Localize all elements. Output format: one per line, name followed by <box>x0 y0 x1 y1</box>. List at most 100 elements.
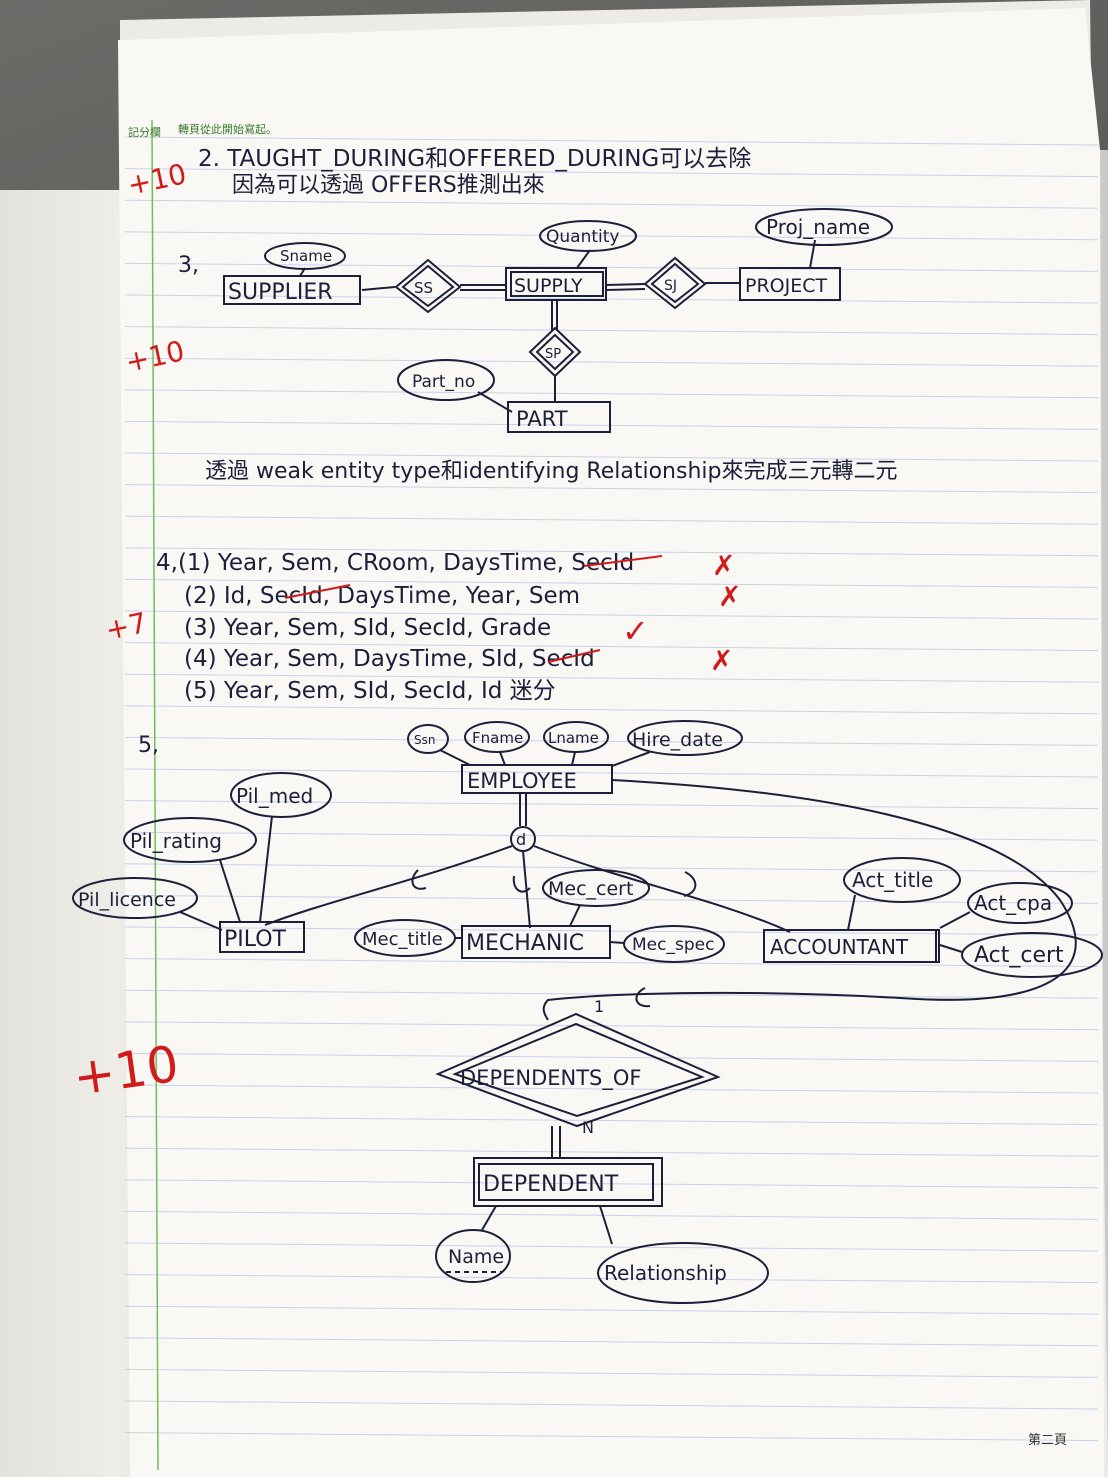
entity-pilot-box <box>219 921 305 953</box>
ruled-line <box>124 1274 1099 1284</box>
ruled-line <box>124 1147 1099 1157</box>
attr-pil-licence: Pil_licence <box>78 889 176 911</box>
attr-act-title: Act_title <box>852 868 933 892</box>
ruled-line <box>124 1116 1099 1126</box>
ruled-line <box>124 1210 1099 1220</box>
margin-line <box>151 119 159 1471</box>
ruled-line <box>124 199 1099 209</box>
ruled-line <box>124 894 1099 904</box>
ruled-line <box>124 1084 1099 1094</box>
ruled-line <box>124 420 1099 430</box>
ruled-line <box>124 1368 1099 1378</box>
paper <box>118 8 1104 1477</box>
entity-accountant: ACCOUNTANT <box>770 935 909 959</box>
cardinality-n: N <box>582 1118 594 1137</box>
attr-act-cpa: Act_cpa <box>974 891 1052 915</box>
ruled-line <box>124 294 1099 304</box>
ruled-line <box>124 610 1099 620</box>
rel-sj-diamond <box>643 256 707 310</box>
ruled-line <box>124 863 1099 873</box>
entity-supplier-box <box>223 275 361 305</box>
entity-mechanic: MECHANIC <box>466 931 584 956</box>
q4-mark-1: ✗ <box>712 549 735 582</box>
rel-ss: SS <box>414 279 433 297</box>
q4-item-1: 4,(1) Year, Sem, CRoom, DaysTime, SecId <box>156 550 634 576</box>
attr-part-no: Part_no <box>412 372 475 392</box>
entity-supply: SUPPLY <box>514 275 583 297</box>
attr-pil-med: Pil_med <box>236 784 313 808</box>
ruled-line <box>124 357 1099 367</box>
ruled-line <box>124 800 1099 810</box>
attr-hire-date: Hire_date <box>632 729 723 751</box>
q4-item-4: (4) Year, Sem, DaysTime, SId, SecId <box>184 646 595 672</box>
ruled-line <box>124 831 1099 841</box>
q3-note: 透過 weak entity type和identifying Relation… <box>205 459 897 484</box>
rel-dependents-of: DEPENDENTS_OF <box>460 1066 642 1091</box>
q2-line1: 2. TAUGHT_DURING和OFFERED_DURING可以去除 <box>198 146 751 172</box>
rel-sp-diamond <box>528 326 582 378</box>
attr-quantity: Quantity <box>546 227 619 247</box>
attr-ssn: Ssn <box>414 733 435 747</box>
ruled-line <box>124 1305 1099 1315</box>
attr-lname: Lname <box>548 729 599 747</box>
ruled-line <box>124 136 1099 146</box>
ruled-line <box>124 1179 1099 1189</box>
q3-number: 3, <box>178 253 199 278</box>
entity-employee: EMPLOYEE <box>467 769 577 793</box>
ruled-lines <box>124 136 1099 1442</box>
q4-mark-4: ✗ <box>710 644 733 677</box>
ruled-line <box>124 1242 1099 1252</box>
attr-name: Name <box>448 1246 504 1268</box>
ruled-line <box>124 1337 1099 1347</box>
attr-sname: Sname <box>280 247 332 265</box>
cardinality-1: 1 <box>594 997 604 1016</box>
entity-mechanic-box <box>461 925 611 959</box>
attr-part-no-oval <box>397 359 495 401</box>
ruled-line <box>124 736 1099 746</box>
q4-mark-2: ✗ <box>718 580 741 613</box>
attr-proj-name: Proj_name <box>766 215 870 239</box>
q4-item-2: (2) Id, SecId, DaysTime, Year, Sem <box>184 583 580 609</box>
attr-quantity-oval <box>539 220 637 252</box>
q4-item-5: (5) Year, Sem, SId, SecId, Id 迷分 <box>184 678 556 704</box>
entity-project: PROJECT <box>745 275 827 297</box>
q4-strikes <box>284 555 663 663</box>
ruled-line <box>124 1400 1099 1410</box>
attr-mec-title: Mec_title <box>362 929 443 950</box>
ruled-line <box>124 326 1099 336</box>
attr-mec-cert: Mec_cert <box>548 878 633 900</box>
disjoint-label: d <box>516 830 526 849</box>
ruled-line <box>124 231 1099 241</box>
rel-sj: SJ <box>664 278 677 294</box>
ruled-line <box>124 515 1099 525</box>
entity-project-box <box>739 267 841 301</box>
attr-proj-name-oval <box>755 208 893 246</box>
entity-supply-box <box>505 267 607 301</box>
entity-supplier: SUPPLIER <box>228 280 333 305</box>
entity-pilot: PILOT <box>224 927 287 952</box>
q2-line2: 因為可以透過 OFFERS推測出來 <box>232 173 545 198</box>
entity-part: PART <box>516 407 568 431</box>
attr-fname: Fname <box>472 729 523 747</box>
ruled-line <box>124 989 1099 999</box>
entity-part-box <box>507 401 611 433</box>
rel-ss-diamond <box>394 258 462 314</box>
entity-dependent: DEPENDENT <box>483 1172 619 1197</box>
ruled-line <box>124 642 1099 652</box>
q4-mark-3: ✓ <box>622 612 649 650</box>
ruled-line <box>124 578 1099 588</box>
ruled-line <box>124 673 1099 683</box>
ruled-line <box>124 389 1099 399</box>
ruled-line <box>124 1432 1099 1442</box>
rel-sp: SP <box>545 347 561 362</box>
attr-act-cert: Act_cert <box>974 943 1064 968</box>
instruction-label: 轉頁從此開始寫起。 <box>178 122 277 136</box>
ruled-line <box>124 958 1099 968</box>
ruled-line <box>124 1021 1099 1031</box>
entity-dependent-box <box>473 1157 663 1207</box>
attr-mec-spec: Mec_spec <box>632 935 714 955</box>
q4-item-3: (3) Year, Sem, SId, SecId, Grade <box>184 615 551 641</box>
ruled-line <box>124 262 1099 272</box>
attr-relationship: Relationship <box>604 1261 727 1285</box>
